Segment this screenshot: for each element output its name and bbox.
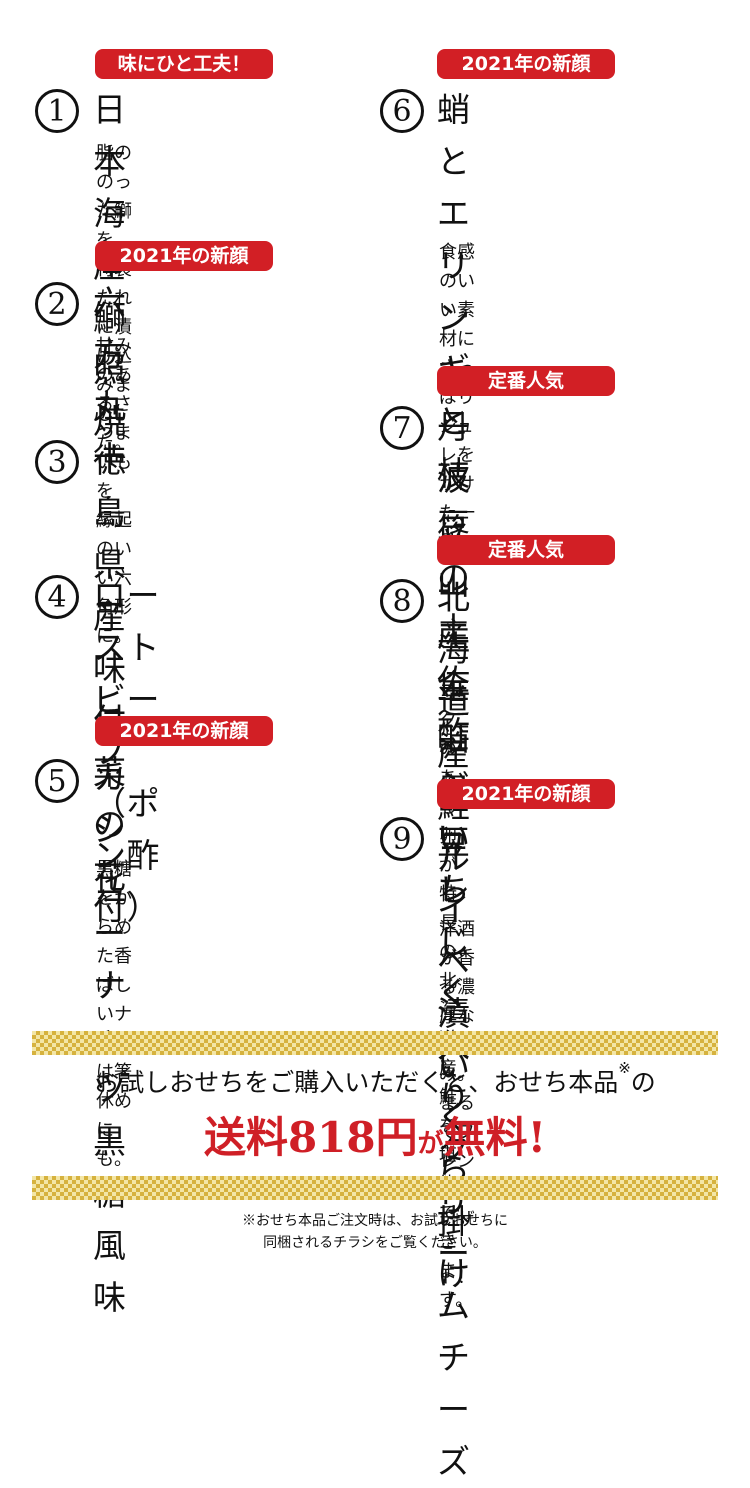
promo-line-1: お試しおせちをご購入いただくと、おせち本品※の	[0, 1059, 750, 1099]
item-number: 9	[380, 817, 424, 861]
item-number: 6	[380, 89, 424, 133]
item-description: 甘みのあるさつまいもを 縁起のいい六角形に。	[96, 336, 132, 647]
item-number: 4	[35, 575, 79, 619]
promo-particle: が	[417, 1129, 444, 1159]
item-title: 六方丸十	[93, 283, 127, 478]
item-number: 3	[35, 440, 79, 484]
item-badge: 2021年の新顔	[437, 49, 615, 79]
item-title: 徳島県産 味付菜の花	[93, 441, 127, 896]
item-badge: 2021年の新顔	[95, 716, 273, 746]
item-number: 1	[35, 89, 79, 133]
item-number: 5	[35, 759, 79, 803]
footnote: ※おせち本品ご注文時は、お試しおせちに 同梱されるチラシをご覧ください。	[242, 1213, 508, 1251]
item-badge: 2021年の新顔	[437, 779, 615, 809]
promo-line-2: 送料818円が無料!	[0, 1104, 750, 1165]
item-badge: 2021年の新顔	[95, 241, 273, 271]
item-badge: 定番人気	[437, 366, 615, 396]
item-title: 日本海産鰤照焼	[93, 90, 127, 441]
item-title: 蛸とエリンギと 枝豆の土佐酢 ジュレ	[437, 90, 471, 909]
promo-free: 無料!	[443, 1113, 547, 1162]
promo-line-1-end: の	[630, 1068, 656, 1097]
item-number: 8	[380, 579, 424, 623]
gold-checker-band-top	[32, 1031, 718, 1055]
item-number: 7	[380, 406, 424, 450]
gold-checker-band-bottom	[32, 1176, 718, 1200]
item-title: ローストビーフ （ポン酢付）	[93, 576, 160, 927]
item-badge: 定番人気	[437, 535, 615, 565]
item-badge: 味にひと工夫！	[95, 49, 273, 79]
promo-footnote-mark: ※	[618, 1059, 631, 1077]
promo-shipping-fee: 送料818円	[203, 1113, 418, 1162]
promo-line-1-text: お試しおせちをご購入いただくと、おせち本品	[94, 1068, 619, 1097]
item-number: 2	[35, 282, 79, 326]
